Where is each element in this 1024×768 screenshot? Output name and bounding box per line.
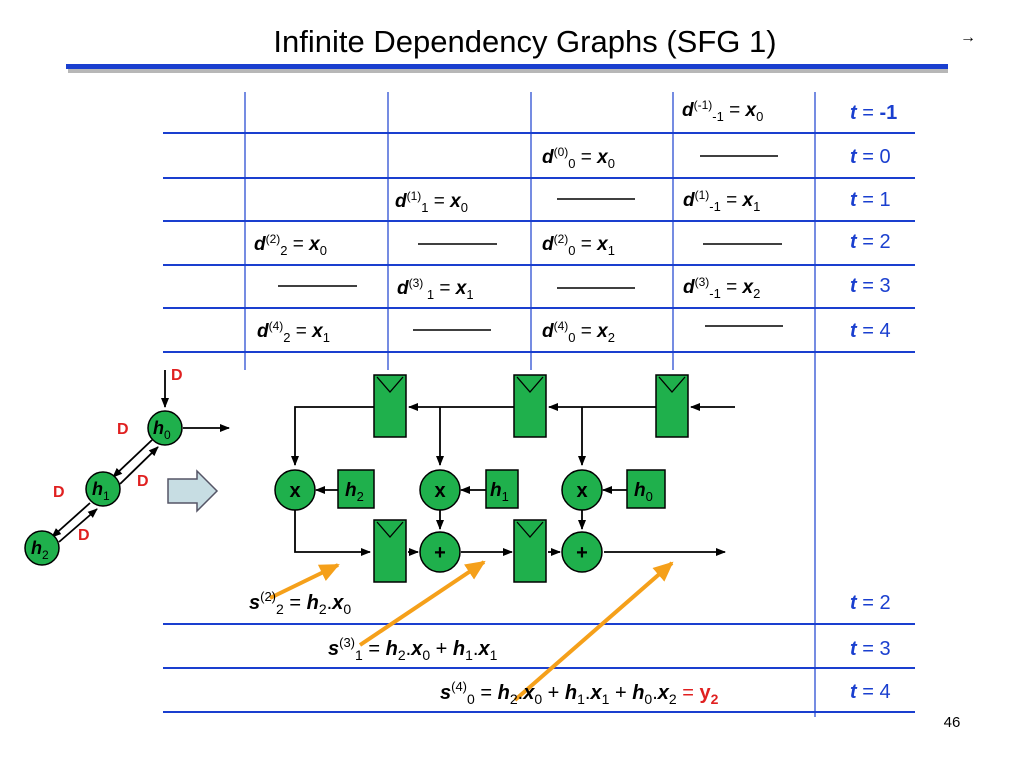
- mult-symbol: x: [576, 480, 587, 502]
- delay-register: [655, 374, 689, 438]
- multiplier-node: [561, 469, 603, 511]
- dependency-table-columns: [244, 92, 816, 717]
- multiplier-node: [419, 469, 461, 511]
- delay-register: [513, 374, 547, 438]
- pointer-arrow: [513, 561, 674, 702]
- sfg-label-h2: h2: [31, 538, 49, 562]
- delay-register: [373, 519, 407, 583]
- cell-d-1-m1: d(1)-1 = x1: [683, 188, 760, 214]
- sfg-edge-h1-h2: [51, 502, 91, 538]
- cell-d-3-1: d(3) 1 = x1: [397, 276, 474, 302]
- delay-label: D: [171, 367, 183, 384]
- sfg-node-h0: [147, 410, 183, 446]
- register-clock-icon: [516, 376, 544, 393]
- sum-eq-s4: s(4)0 = h2.x0 + h1.x1 + h0.x2 = y2: [440, 679, 719, 707]
- cell-d-0-0: d(0)0 = x0: [542, 145, 615, 171]
- register-clock-icon: [376, 521, 404, 538]
- cell-d-4-0: d(4)0 = x2: [542, 319, 615, 345]
- delay-label: D: [53, 484, 65, 501]
- sum-equations: s(2)2 = h2.x0 s(3)1 = h2.x0 + h1.x1 s(4)…: [249, 589, 719, 707]
- dependency-cells: d(-1)-1 = x0 d(0)0 = x0 d(1)1 = x0 d(1)-…: [254, 98, 763, 345]
- cell-d-3-m1: d(3)-1 = x2: [683, 275, 760, 301]
- circuit-feed-mult2: [291, 406, 374, 466]
- adder-node: [561, 531, 603, 573]
- transform-arrow-icon: [167, 469, 219, 513]
- title-underline-shadow: [68, 68, 948, 73]
- mult-symbol: x: [289, 480, 300, 502]
- register-clock-icon: [516, 521, 544, 538]
- sum-eq-s2: s(2)2 = h2.x0: [249, 589, 351, 617]
- multiplier-node: [274, 469, 316, 511]
- sfg-edge-h0-h1: [112, 439, 153, 478]
- time-label-sum-t2: t = 2: [850, 592, 891, 614]
- orange-pointer-arrows: [269, 560, 674, 702]
- time-label-t4: t = 4: [850, 320, 891, 342]
- register-clock-icon: [658, 376, 686, 393]
- coef-box-h1: [485, 469, 519, 509]
- title-underline: [66, 64, 948, 69]
- add-symbol: +: [434, 542, 446, 564]
- coef-label-h0: h0: [634, 480, 653, 504]
- coef-box-h0: [626, 469, 666, 509]
- coef-label-h2: h2: [345, 480, 364, 504]
- time-label-sum-t3: t = 3: [850, 638, 891, 660]
- adder-node: [419, 531, 461, 573]
- register-clock-icon: [376, 376, 404, 393]
- pointer-arrow: [358, 560, 486, 647]
- cell-d-m1-m1: d(-1)-1 = x0: [682, 98, 763, 124]
- cell-d-1-1: d(1)1 = x0: [395, 189, 468, 215]
- delay-label: D: [117, 421, 129, 438]
- slide-title: Infinite Dependency Graphs (SFG 1): [273, 24, 776, 59]
- sfg-node-h2: [24, 530, 60, 566]
- time-label-t2: t = 2: [850, 231, 891, 253]
- page-number: 46: [944, 714, 961, 731]
- sfg-label-h0: h0: [153, 418, 171, 442]
- time-label-tm1: t = -1: [850, 102, 897, 124]
- time-label-column: t = -1 t = 0 t = 1 t = 2 t = 3 t = 4 t =…: [850, 102, 897, 703]
- sfg-node-h1: [85, 471, 121, 507]
- sfg-edge-h2-h1: [58, 508, 98, 543]
- delay-register: [513, 519, 547, 583]
- empty-dependency-dashes: [278, 155, 783, 331]
- time-label-t3: t = 3: [850, 275, 891, 297]
- add-symbol: +: [576, 542, 588, 564]
- coef-label-h1: h1: [490, 480, 509, 504]
- systolic-circuit: x x x + + h2 h1 h0: [274, 374, 735, 583]
- sfg-edge-h1-h0: [119, 446, 159, 485]
- time-label-sum-t4: t = 4: [850, 681, 891, 703]
- delay-register: [373, 374, 407, 438]
- delay-label: D: [78, 527, 90, 544]
- time-label-t1: t = 1: [850, 189, 891, 211]
- dependency-table-grid: [163, 132, 915, 713]
- cell-d-2-2: d(2)2 = x0: [254, 232, 327, 258]
- pointer-arrow: [269, 563, 340, 600]
- sfg-label-h1: h1: [92, 479, 110, 503]
- cell-d-4-2: d(4)2 = x1: [257, 319, 330, 345]
- mult2-to-delay: [294, 510, 371, 556]
- signal-flow-graph: h0 h1 h2 D D D D D: [24, 367, 230, 566]
- mult-symbol: x: [434, 480, 445, 502]
- cell-d-2-0: d(2)0 = x1: [542, 232, 615, 258]
- corner-arrow-icon: →: [960, 29, 976, 46]
- sum-eq-s3: s(3)1 = h2.x0 + h1.x1: [328, 635, 498, 663]
- time-label-t0: t = 0: [850, 146, 891, 168]
- coef-box-h2: [337, 469, 375, 509]
- delay-label: D: [137, 473, 149, 490]
